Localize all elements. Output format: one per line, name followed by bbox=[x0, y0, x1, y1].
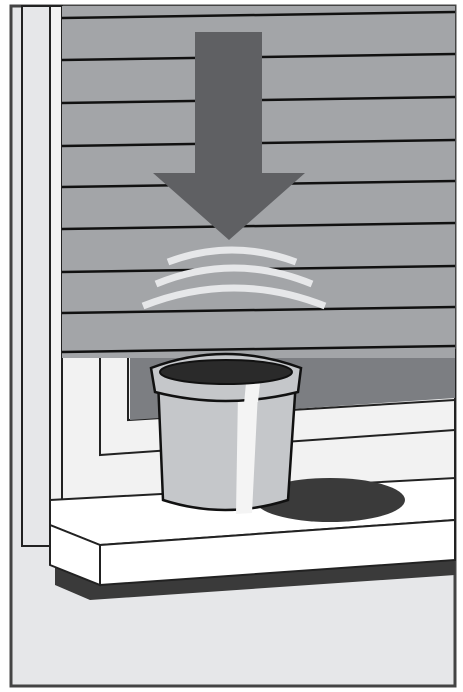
flower-pot-icon bbox=[151, 354, 301, 514]
left-wall-inner bbox=[50, 6, 62, 506]
left-wall-outer bbox=[22, 6, 50, 546]
pot-soil bbox=[160, 360, 292, 384]
